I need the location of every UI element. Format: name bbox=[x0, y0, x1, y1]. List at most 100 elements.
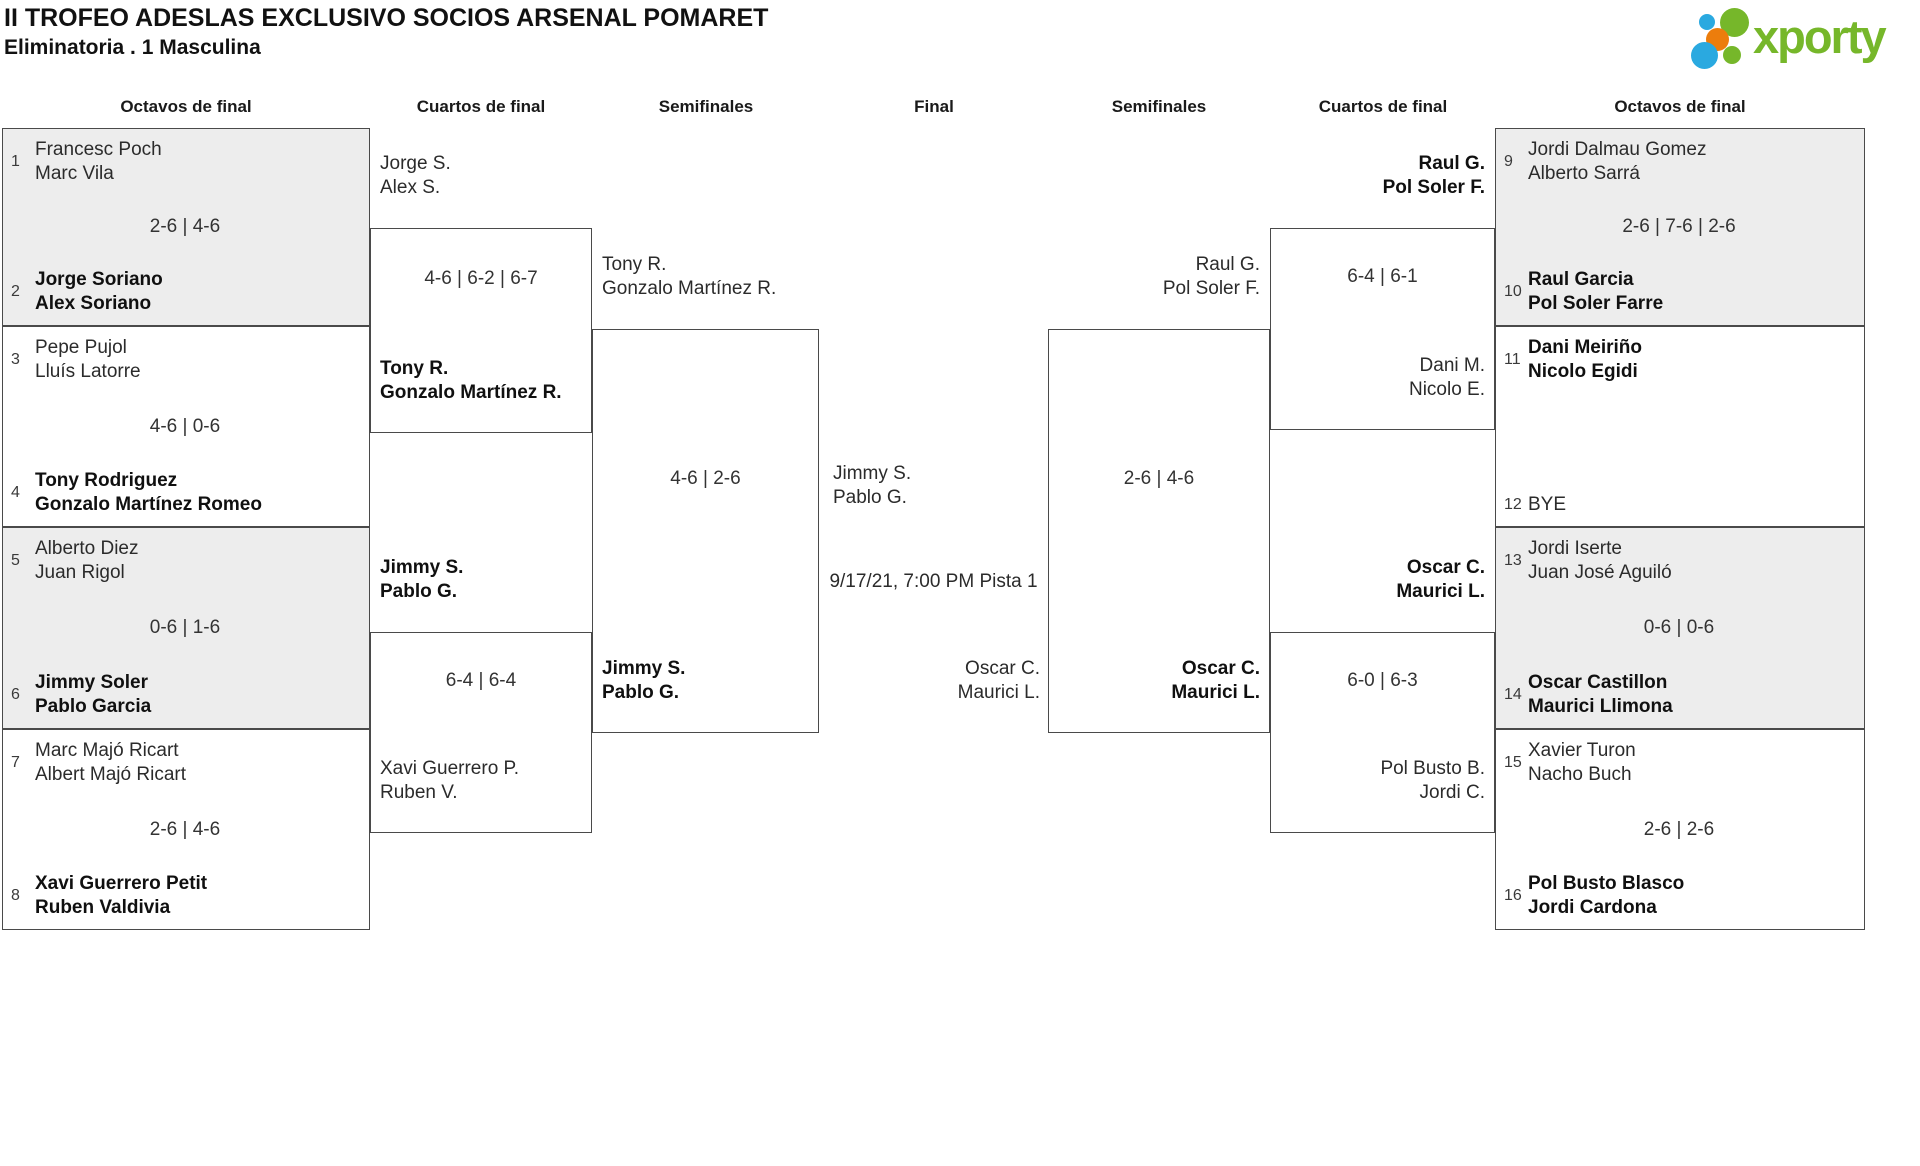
team-label-cuartos-right-2-bottom: Pol Busto B.Jordi C. bbox=[1380, 757, 1485, 805]
bracket-box-semifinal-right bbox=[1048, 329, 1270, 733]
team-player-name: Raul G. bbox=[1418, 153, 1485, 174]
team-player-name: Juan Rigol bbox=[35, 562, 125, 583]
final-team-top: Jimmy S.Pablo G. bbox=[833, 462, 911, 510]
round-header-final: Final bbox=[914, 97, 954, 116]
seed-number: 15 bbox=[1504, 754, 1522, 771]
team-player-name: Jorge Soriano bbox=[35, 269, 163, 290]
team-label-cuartos-right-2-top: Oscar C. Maurici L. bbox=[1396, 556, 1485, 604]
team-player-name: Tony R. bbox=[380, 358, 449, 379]
bracket-box-cuartos-right-1 bbox=[1270, 228, 1495, 430]
team-player-name: Nicolo E. bbox=[1408, 379, 1485, 400]
match-score-cuartos-right-2: 6-0 | 6-3 bbox=[1347, 669, 1418, 691]
team-player-name: Tony Rodriguez bbox=[35, 470, 178, 491]
team-player-name: Juan José Aguiló bbox=[1528, 562, 1672, 583]
logo-dot-icon bbox=[1723, 46, 1741, 64]
team-label-cuartos-left-1-bottom: Tony R.Gonzalo Martínez R. bbox=[380, 357, 562, 405]
team-player-name: Gonzalo Martínez R. bbox=[602, 278, 777, 299]
match-score: 2-6 | 4-6 bbox=[149, 216, 221, 237]
team-player-name: Raul Garcia bbox=[1528, 269, 1634, 290]
team-player-name: Dani Meiriño bbox=[1528, 337, 1643, 358]
team-player-name: BYE bbox=[1528, 494, 1567, 515]
team-player-name: Pol Soler Farre bbox=[1528, 293, 1664, 314]
team-player-name: Xavi Guerrero Petit bbox=[35, 873, 208, 894]
team-player-name: Nacho Buch bbox=[1528, 764, 1632, 785]
match-score-cuartos-left-1: 4-6 | 6-2 | 6-7 bbox=[424, 267, 538, 289]
xporty-logo[interactable]: xporty bbox=[1691, 8, 1916, 72]
team-label-semifinal-left-bottom: Jimmy S.Pablo G. bbox=[602, 657, 685, 705]
team-player-name: Pol Busto Blasco bbox=[1528, 873, 1685, 894]
team-player-name: Maurici L. bbox=[957, 682, 1040, 703]
round-header-cuartos-right: Cuartos de final bbox=[1318, 97, 1448, 116]
team-label-cuartos-left-2-top: Jimmy S.Pablo G. bbox=[380, 556, 463, 604]
team-player-name: Albert Majó Ricart bbox=[35, 764, 186, 785]
team-player-name: Ruben V. bbox=[380, 782, 458, 803]
bracket-box-cuartos-left-1 bbox=[370, 228, 592, 433]
seed-number: 5 bbox=[11, 552, 20, 569]
final-schedule: 9/17/21, 7:00 PM Pista 1 bbox=[829, 571, 1038, 592]
round-header-octavos-right: Octavos de final bbox=[1614, 97, 1746, 116]
team-player-name: Alex Soriano bbox=[35, 293, 152, 314]
team-label-cuartos-left-1-top: Jorge S.Alex S. bbox=[380, 152, 451, 200]
team-player-name: Francesc Poch bbox=[35, 139, 162, 160]
match-score: 4-6 | 0-6 bbox=[149, 415, 221, 437]
round-header-octavos-left: Octavos de final bbox=[120, 97, 252, 116]
team-player-name: Xavi Guerrero P. bbox=[380, 758, 520, 779]
team-label-cuartos-right-1-top: Raul G. Pol Soler F. bbox=[1383, 152, 1485, 200]
team-player-name: Pol Soler F. bbox=[1382, 177, 1485, 198]
seed-number: 11 bbox=[1504, 351, 1521, 368]
team-player-name: Ruben Valdivia bbox=[35, 897, 171, 918]
team-player-name: Pol Busto B. bbox=[1380, 758, 1485, 779]
round-header-cuartos-left: Cuartos de final bbox=[416, 97, 546, 116]
team-player-name: Jorge S. bbox=[380, 153, 451, 174]
match-score-semifinal-left: 4-6 | 2-6 bbox=[670, 468, 741, 489]
match-score: 0-6 | 1-6 bbox=[149, 617, 221, 638]
team-label-semifinal-right-top: Raul G.Pol Soler F. bbox=[1163, 253, 1260, 301]
seed-number: 16 bbox=[1504, 887, 1522, 904]
team-player-name: Pepe Pujol bbox=[35, 337, 127, 358]
team-player-name: Marc Vila bbox=[35, 163, 114, 184]
bracket-subtitle: Eliminatoria . 1 Masculina bbox=[4, 36, 261, 59]
match-score: 2-6 | 4-6 bbox=[149, 818, 221, 840]
team-player-name: Jimmy S. bbox=[380, 557, 464, 578]
final-team-bottom: Oscar C.Maurici L. bbox=[958, 657, 1040, 705]
seed-number: 12 bbox=[1504, 496, 1522, 513]
match-score-cuartos-right-1: 6-4 | 6-1 bbox=[1347, 266, 1418, 287]
team-label-semifinal-right-bottom: Oscar C.Maurici L. bbox=[1171, 657, 1260, 705]
team-names: BYE bbox=[1528, 493, 1566, 517]
logo-dot-icon bbox=[1699, 14, 1715, 30]
seed-number: 14 bbox=[1504, 686, 1522, 703]
team-player-name: Jimmy S. bbox=[833, 463, 912, 484]
seed-number: 10 bbox=[1504, 283, 1522, 300]
match-score-cuartos-left-2: 6-4 | 6-4 bbox=[445, 669, 517, 691]
seed-number: 13 bbox=[1504, 552, 1522, 569]
team-player-name: Oscar C. bbox=[1406, 557, 1485, 578]
team-player-name: Jimmy Soler bbox=[35, 672, 148, 693]
team-player-name: Alberto Diez bbox=[35, 538, 139, 559]
team-player-name: Marc Majó Ricart bbox=[35, 740, 179, 761]
team-player-name: Maurici L. bbox=[1396, 581, 1485, 602]
match-score bbox=[1504, 427, 1854, 451]
